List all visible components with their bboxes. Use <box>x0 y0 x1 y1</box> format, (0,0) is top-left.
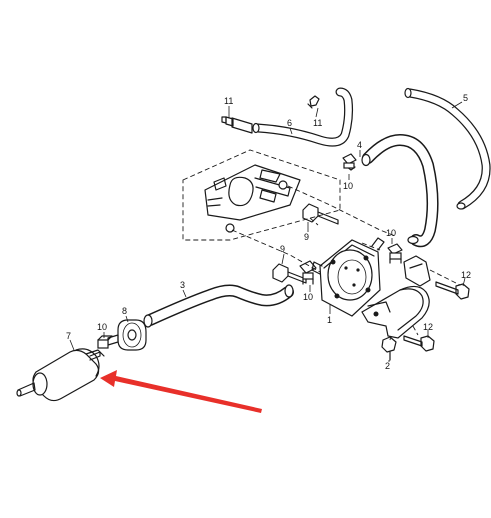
hose-5 <box>404 87 491 210</box>
fuel-pump-1 <box>311 237 385 317</box>
fuel-filter-7 <box>16 348 105 402</box>
callout-10-mid: 10 <box>303 292 313 302</box>
bolt-9-lower <box>272 263 307 284</box>
clip-11-top <box>307 95 320 109</box>
bolt-12-upper <box>435 281 470 300</box>
callout-8: 8 <box>122 306 127 316</box>
callout-10-pump: 10 <box>386 228 396 238</box>
callout-12-lower: 12 <box>423 322 433 332</box>
callout-5: 5 <box>463 93 468 103</box>
clamp-10-mid <box>299 260 317 285</box>
callout-10-filter: 10 <box>97 322 107 332</box>
callout-10-top: 10 <box>343 181 353 191</box>
bolt-9-upper <box>302 203 339 225</box>
clamp-10-filter <box>97 335 113 349</box>
callout-labels: 11 11 6 5 4 10 9 10 9 10 1 12 12 2 3 8 7… <box>66 93 471 371</box>
pump-bracket-2 <box>361 255 431 339</box>
bolt-12-lower <box>403 335 435 352</box>
callout-4: 4 <box>357 140 362 150</box>
callout-6: 6 <box>287 118 292 128</box>
callout-11-top: 11 <box>313 118 322 128</box>
callout-1: 1 <box>327 315 332 325</box>
fitting-8 <box>107 319 147 351</box>
engine-mount-detail <box>182 149 341 241</box>
callout-2: 2 <box>385 361 390 371</box>
hose-3 <box>143 284 294 328</box>
callout-9-lower: 9 <box>280 244 285 254</box>
clamp-10-top <box>342 153 357 171</box>
callout-7: 7 <box>66 331 71 341</box>
callout-11-left: 11 <box>224 96 233 106</box>
hose-6 <box>252 87 354 147</box>
hose-4 <box>361 134 439 248</box>
callout-12-upper: 12 <box>461 270 471 280</box>
highlight-arrow <box>100 370 262 413</box>
callout-9-upper: 9 <box>304 232 309 242</box>
leader-lines <box>69 101 466 362</box>
clamp-10-pump <box>387 243 403 264</box>
bolt-2 <box>381 336 397 361</box>
callout-3: 3 <box>180 280 185 290</box>
fitting-11-left <box>221 116 253 134</box>
